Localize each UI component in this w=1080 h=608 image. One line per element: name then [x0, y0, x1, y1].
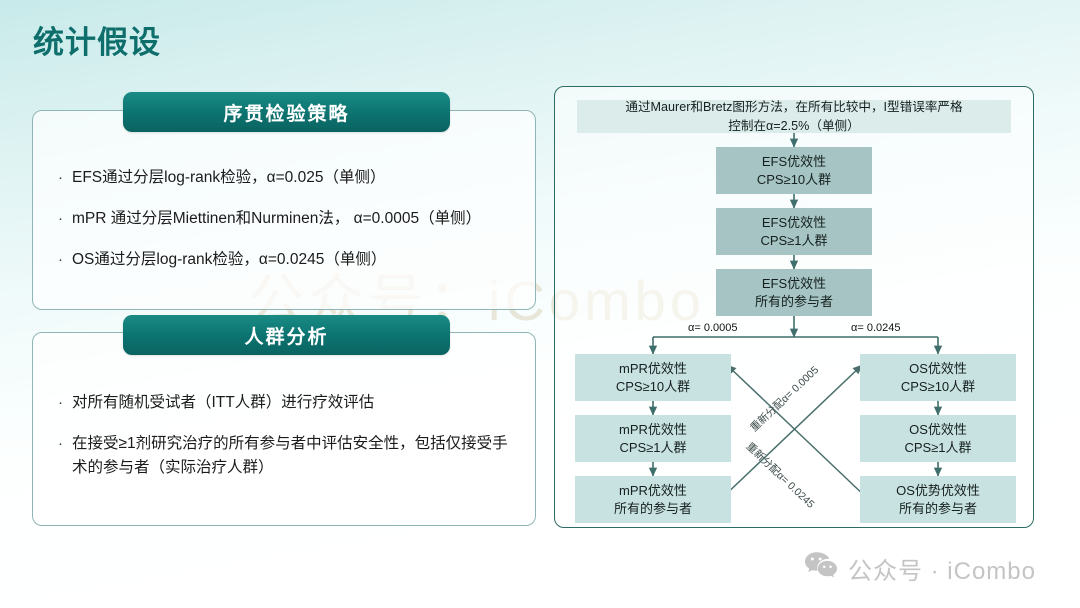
- flow-box-efs-cps10: EFS优效性 CPS≥10人群: [716, 147, 872, 194]
- box-line2: CPS≥1人群: [760, 232, 828, 248]
- box-line2: CPS≥10人群: [615, 378, 691, 394]
- box-line1: OS优效性: [909, 361, 967, 377]
- box-line1: OS优效性: [909, 422, 967, 438]
- branch-label-alpha-left: α= 0.0005: [688, 322, 738, 334]
- list-item: · EFS通过分层log-rank检验，α=0.025（单侧）: [58, 166, 519, 190]
- box-line1: mPR优效性: [619, 361, 687, 377]
- bullet-text: EFS通过分层log-rank检验，α=0.025（单侧）: [72, 169, 386, 186]
- box-line1: mPR优效性: [619, 483, 687, 499]
- bullet-text: mPR 通过分层Miettinen和Nurminen法， α=0.0005（单侧…: [72, 210, 482, 228]
- brand-footer: 公众号 · iCombo: [804, 551, 1036, 586]
- box-line2: 所有的参与者: [898, 500, 977, 516]
- diagram-header-box: 通过Maurer和Bretz图形方法，在所有比较中，I型错误率严格 控制在α=2…: [577, 100, 1011, 133]
- list-item: · 在接受≥1剂研究治疗的所有参与者中评估安全性，包括仅接受手术的参与者（实际治…: [58, 432, 519, 480]
- box-line2: 所有的参与者: [754, 293, 833, 309]
- bullet-text: 对所有随机受试者（ITT人群）进行疗效评估: [72, 394, 375, 411]
- list-item: · mPR 通过分层Miettinen和Nurminen法， α=0.0005（…: [58, 207, 519, 231]
- box-line2: CPS≥1人群: [904, 439, 972, 455]
- box-line2: CPS≥10人群: [756, 171, 832, 187]
- bullet-text: 在接受≥1剂研究治疗的所有参与者中评估安全性，包括仅接受手术的参与者（实际治疗人…: [72, 435, 508, 477]
- bullet-dot-icon: ·: [58, 210, 63, 228]
- bullet-dot-icon: ·: [58, 435, 63, 453]
- box-line1: OS优势优效性: [896, 483, 980, 499]
- diagram-header-line2: 控制在α=2.5%（单侧）: [728, 118, 860, 133]
- bullet-dot-icon: ·: [58, 251, 63, 269]
- page-title: 统计假设: [33, 25, 161, 60]
- brand-text: 公众号 · iCombo: [847, 558, 1036, 585]
- panel-testing-flow-diagram: 通过Maurer和Bretz图形方法，在所有比较中，I型错误率严格 控制在α=2…: [554, 86, 1034, 528]
- box-line1: EFS优效性: [761, 215, 827, 231]
- panel-heading-population: 人群分析: [123, 315, 450, 355]
- box-line1: EFS优效性: [761, 154, 827, 170]
- bullet-text: OS通过分层log-rank检验，α=0.0245（单侧）: [72, 251, 387, 269]
- bullet-list-sequential: · EFS通过分层log-rank检验，α=0.025（单侧） · mPR 通过…: [58, 166, 519, 289]
- flow-box-os-cps10: OS优效性 CPS≥10人群: [860, 354, 1016, 401]
- box-line1: EFS优效性: [761, 276, 827, 292]
- flow-box-efs-cps1: EFS优效性 CPS≥1人群: [716, 208, 872, 255]
- panel-population-analysis: · 对所有随机受试者（ITT人群）进行疗效评估 · 在接受≥1剂研究治疗的所有参…: [32, 332, 536, 526]
- box-line2: CPS≥10人群: [900, 378, 976, 394]
- flow-box-os-cps1: OS优效性 CPS≥1人群: [860, 415, 1016, 462]
- flow-box-efs-all: EFS优效性 所有的参与者: [716, 269, 872, 316]
- diagram-header-line1: 通过Maurer和Bretz图形方法，在所有比较中，I型错误率严格: [625, 100, 963, 115]
- flow-box-os-all: OS优势优效性 所有的参与者: [860, 476, 1016, 523]
- bullet-dot-icon: ·: [58, 169, 63, 186]
- branch-label-alpha-right: α= 0.0245: [851, 322, 901, 334]
- box-line2: CPS≥1人群: [619, 439, 687, 455]
- flow-box-mpr-cps1: mPR优效性 CPS≥1人群: [575, 415, 731, 462]
- flow-box-mpr-cps10: mPR优效性 CPS≥10人群: [575, 354, 731, 401]
- flow-box-mpr-all: mPR优效性 所有的参与者: [575, 476, 731, 523]
- list-item: · 对所有随机受试者（ITT人群）进行疗效评估: [58, 391, 519, 415]
- panel-sequential-testing: · EFS通过分层log-rank检验，α=0.025（单侧） · mPR 通过…: [32, 110, 536, 310]
- flow-arrows-layer: [648, 133, 943, 500]
- panel-heading-sequential: 序贯检验策略: [123, 92, 450, 132]
- bullet-dot-icon: ·: [58, 394, 63, 411]
- box-line1: mPR优效性: [619, 422, 687, 438]
- wechat-icon: [804, 551, 838, 586]
- list-item: · OS通过分层log-rank检验，α=0.0245（单侧）: [58, 248, 519, 272]
- bullet-list-population: · 对所有随机受试者（ITT人群）进行疗效评估 · 在接受≥1剂研究治疗的所有参…: [58, 391, 519, 497]
- box-line2: 所有的参与者: [613, 500, 692, 516]
